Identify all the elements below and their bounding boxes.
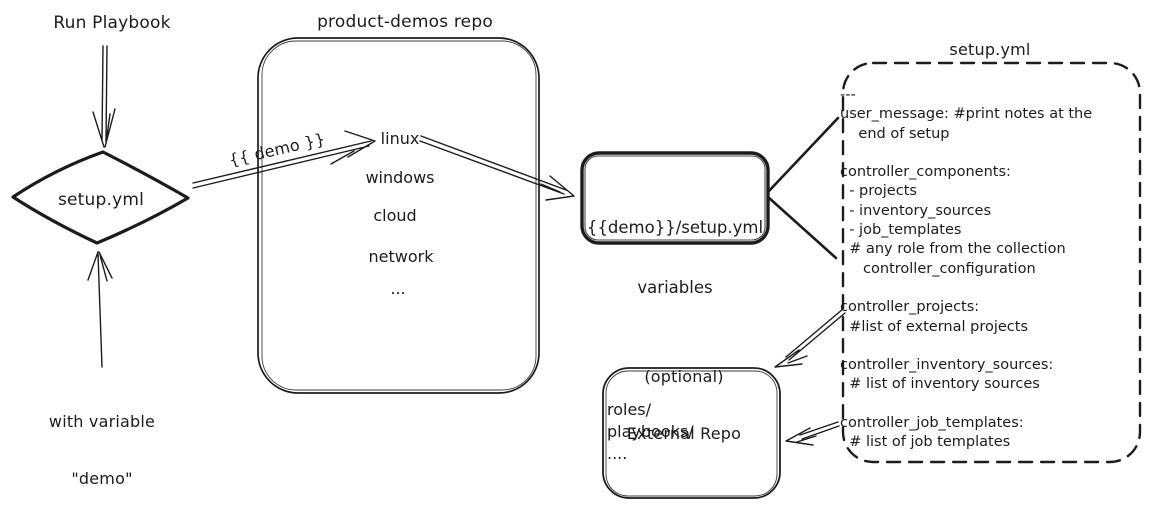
repo-item-linux: linux	[380, 129, 420, 148]
run-playbook-arrow	[92, 45, 116, 148]
product-demos-repo-title: product-demos repo	[317, 12, 493, 32]
repo-item-cloud: cloud	[373, 206, 417, 225]
with-variable-label: with variable "demo"	[27, 374, 177, 505]
external-repo-title: (optional) External Repo	[600, 329, 768, 481]
variables-fan-line-top	[766, 116, 840, 194]
repo-item-network: network	[368, 247, 434, 266]
setup-yml-content: --- user_message: #print notes at the en…	[840, 87, 1093, 451]
setup-yml-diamond	[11, 150, 190, 245]
variables-box-line1: {{demo}}/setup.yml	[586, 218, 764, 237]
variables-box-line2: variables	[637, 278, 713, 297]
with-variable-line1: with variable	[48, 412, 156, 431]
external-repo-box-echo	[605, 370, 778, 497]
external-repo-content: roles/ playbooks/ ....	[607, 400, 694, 463]
projects-to-external-arrow	[774, 308, 846, 368]
with-variable-line2: "demo"	[71, 469, 133, 488]
job-templates-to-external-arrow	[785, 421, 840, 446]
variables-fan-line-bottom	[766, 195, 838, 260]
variables-box-echo	[584, 155, 766, 241]
demo-selection-arrow	[192, 130, 376, 189]
product-demos-box-echo	[261, 40, 537, 391]
external-repo-title-line1: (optional)	[644, 367, 724, 386]
external-repo-title-line2: External Repo	[626, 424, 742, 443]
repo-item-windows: windows	[365, 168, 435, 187]
run-playbook-label: Run Playbook	[53, 13, 171, 33]
product-demos-box	[257, 37, 540, 394]
linux-to-variables-arrow	[419, 135, 575, 201]
diamond-label: setup.yml	[57, 190, 145, 210]
with-variable-arrow	[87, 251, 113, 368]
external-repo-box	[602, 367, 781, 499]
setup-yml-dashed-box	[841, 61, 1142, 464]
variables-box-text: {{demo}}/setup.yml variables	[582, 178, 768, 338]
repo-item-ellipsis: ...	[390, 279, 406, 298]
setup-yml-title: setup.yml	[949, 40, 1031, 59]
